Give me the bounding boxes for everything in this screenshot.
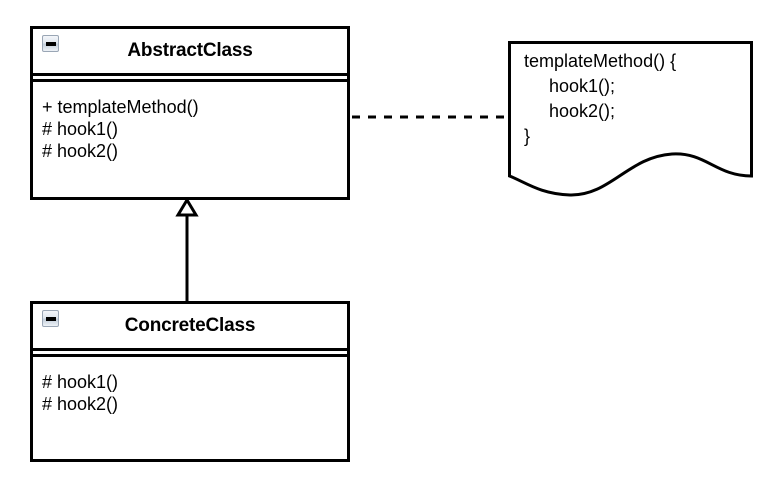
generalization-connector[interactable] bbox=[175, 197, 199, 301]
class-separator-abstract-class bbox=[30, 73, 350, 82]
note-template-method[interactable]: templateMethod() { hook1(); hook2(); } bbox=[508, 41, 754, 197]
class-separator-concrete-class bbox=[30, 348, 350, 357]
class-header-concrete-class: ConcreteClass bbox=[33, 304, 347, 348]
class-title-concrete-class: ConcreteClass bbox=[124, 315, 256, 336]
note-text: templateMethod() { hook1(); hook2(); } bbox=[524, 51, 677, 146]
minus-icon-bar bbox=[45, 316, 56, 321]
class-members-concrete-class: # hook1() # hook2() bbox=[33, 357, 347, 415]
minus-icon[interactable] bbox=[42, 35, 59, 52]
class-member: # hook2() bbox=[42, 394, 119, 414]
class-header-abstract-class: AbstractClass bbox=[33, 29, 347, 73]
class-member: + templateMethod() bbox=[42, 97, 199, 117]
class-title-abstract-class: AbstractClass bbox=[127, 40, 253, 61]
class-members-abstract-class: + templateMethod() # hook1() # hook2() bbox=[33, 82, 347, 162]
hollow-triangle-arrowhead bbox=[175, 197, 199, 217]
class-box-concrete-class[interactable]: ConcreteClass # hook1() # hook2() bbox=[30, 301, 350, 462]
class-box-abstract-class[interactable]: AbstractClass + templateMethod() # hook1… bbox=[30, 26, 350, 200]
class-member: # hook2() bbox=[42, 141, 119, 161]
minus-icon[interactable] bbox=[42, 310, 59, 327]
class-member: # hook1() bbox=[42, 119, 119, 139]
class-member: # hook1() bbox=[42, 372, 119, 392]
minus-icon-bar bbox=[45, 41, 56, 46]
